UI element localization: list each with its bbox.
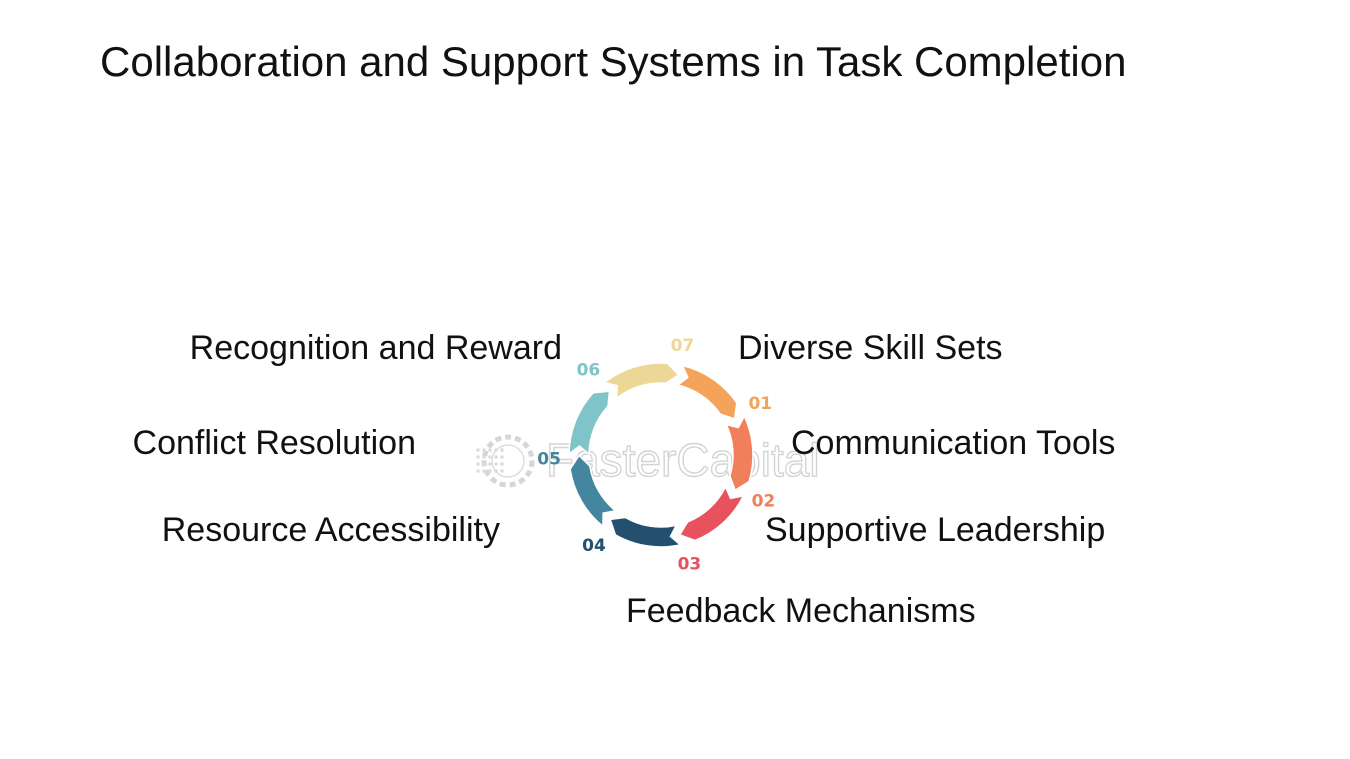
step-number-04: 04 [582,536,606,556]
watermark-text: FasterCapital [546,434,820,486]
step-label-04: Feedback Mechanisms [626,592,976,630]
cycle-segment-05 [569,454,618,528]
step-label-07: Recognition and Reward [189,329,562,367]
step-label-05: Resource Accessibility [161,511,500,549]
step-label-01: Diverse Skill Sets [738,329,1003,367]
cycle-segment-02 [724,414,754,492]
step-label-02: Communication Tools [791,424,1116,462]
cycle-segment-06 [568,390,611,456]
page-title: Collaboration and Support Systems in Tas… [100,38,1127,85]
gear-logo-icon [476,434,535,488]
cycle-segment-07 [602,362,680,400]
step-label-03: Supportive Leadership [765,511,1106,549]
step-number-02: 02 [752,491,776,511]
cycle-segment-03 [678,485,745,542]
step-number-01: 01 [748,394,772,414]
step-number-05: 05 [537,450,561,470]
step-number-07: 07 [671,336,695,356]
cycle-segment-01 [676,364,738,420]
step-number-03: 03 [678,554,702,574]
step-number-06: 06 [577,361,601,381]
watermark: FasterCapital [476,433,820,488]
step-label-06: Conflict Resolution [132,424,416,462]
cycle-segment-04 [609,516,683,548]
